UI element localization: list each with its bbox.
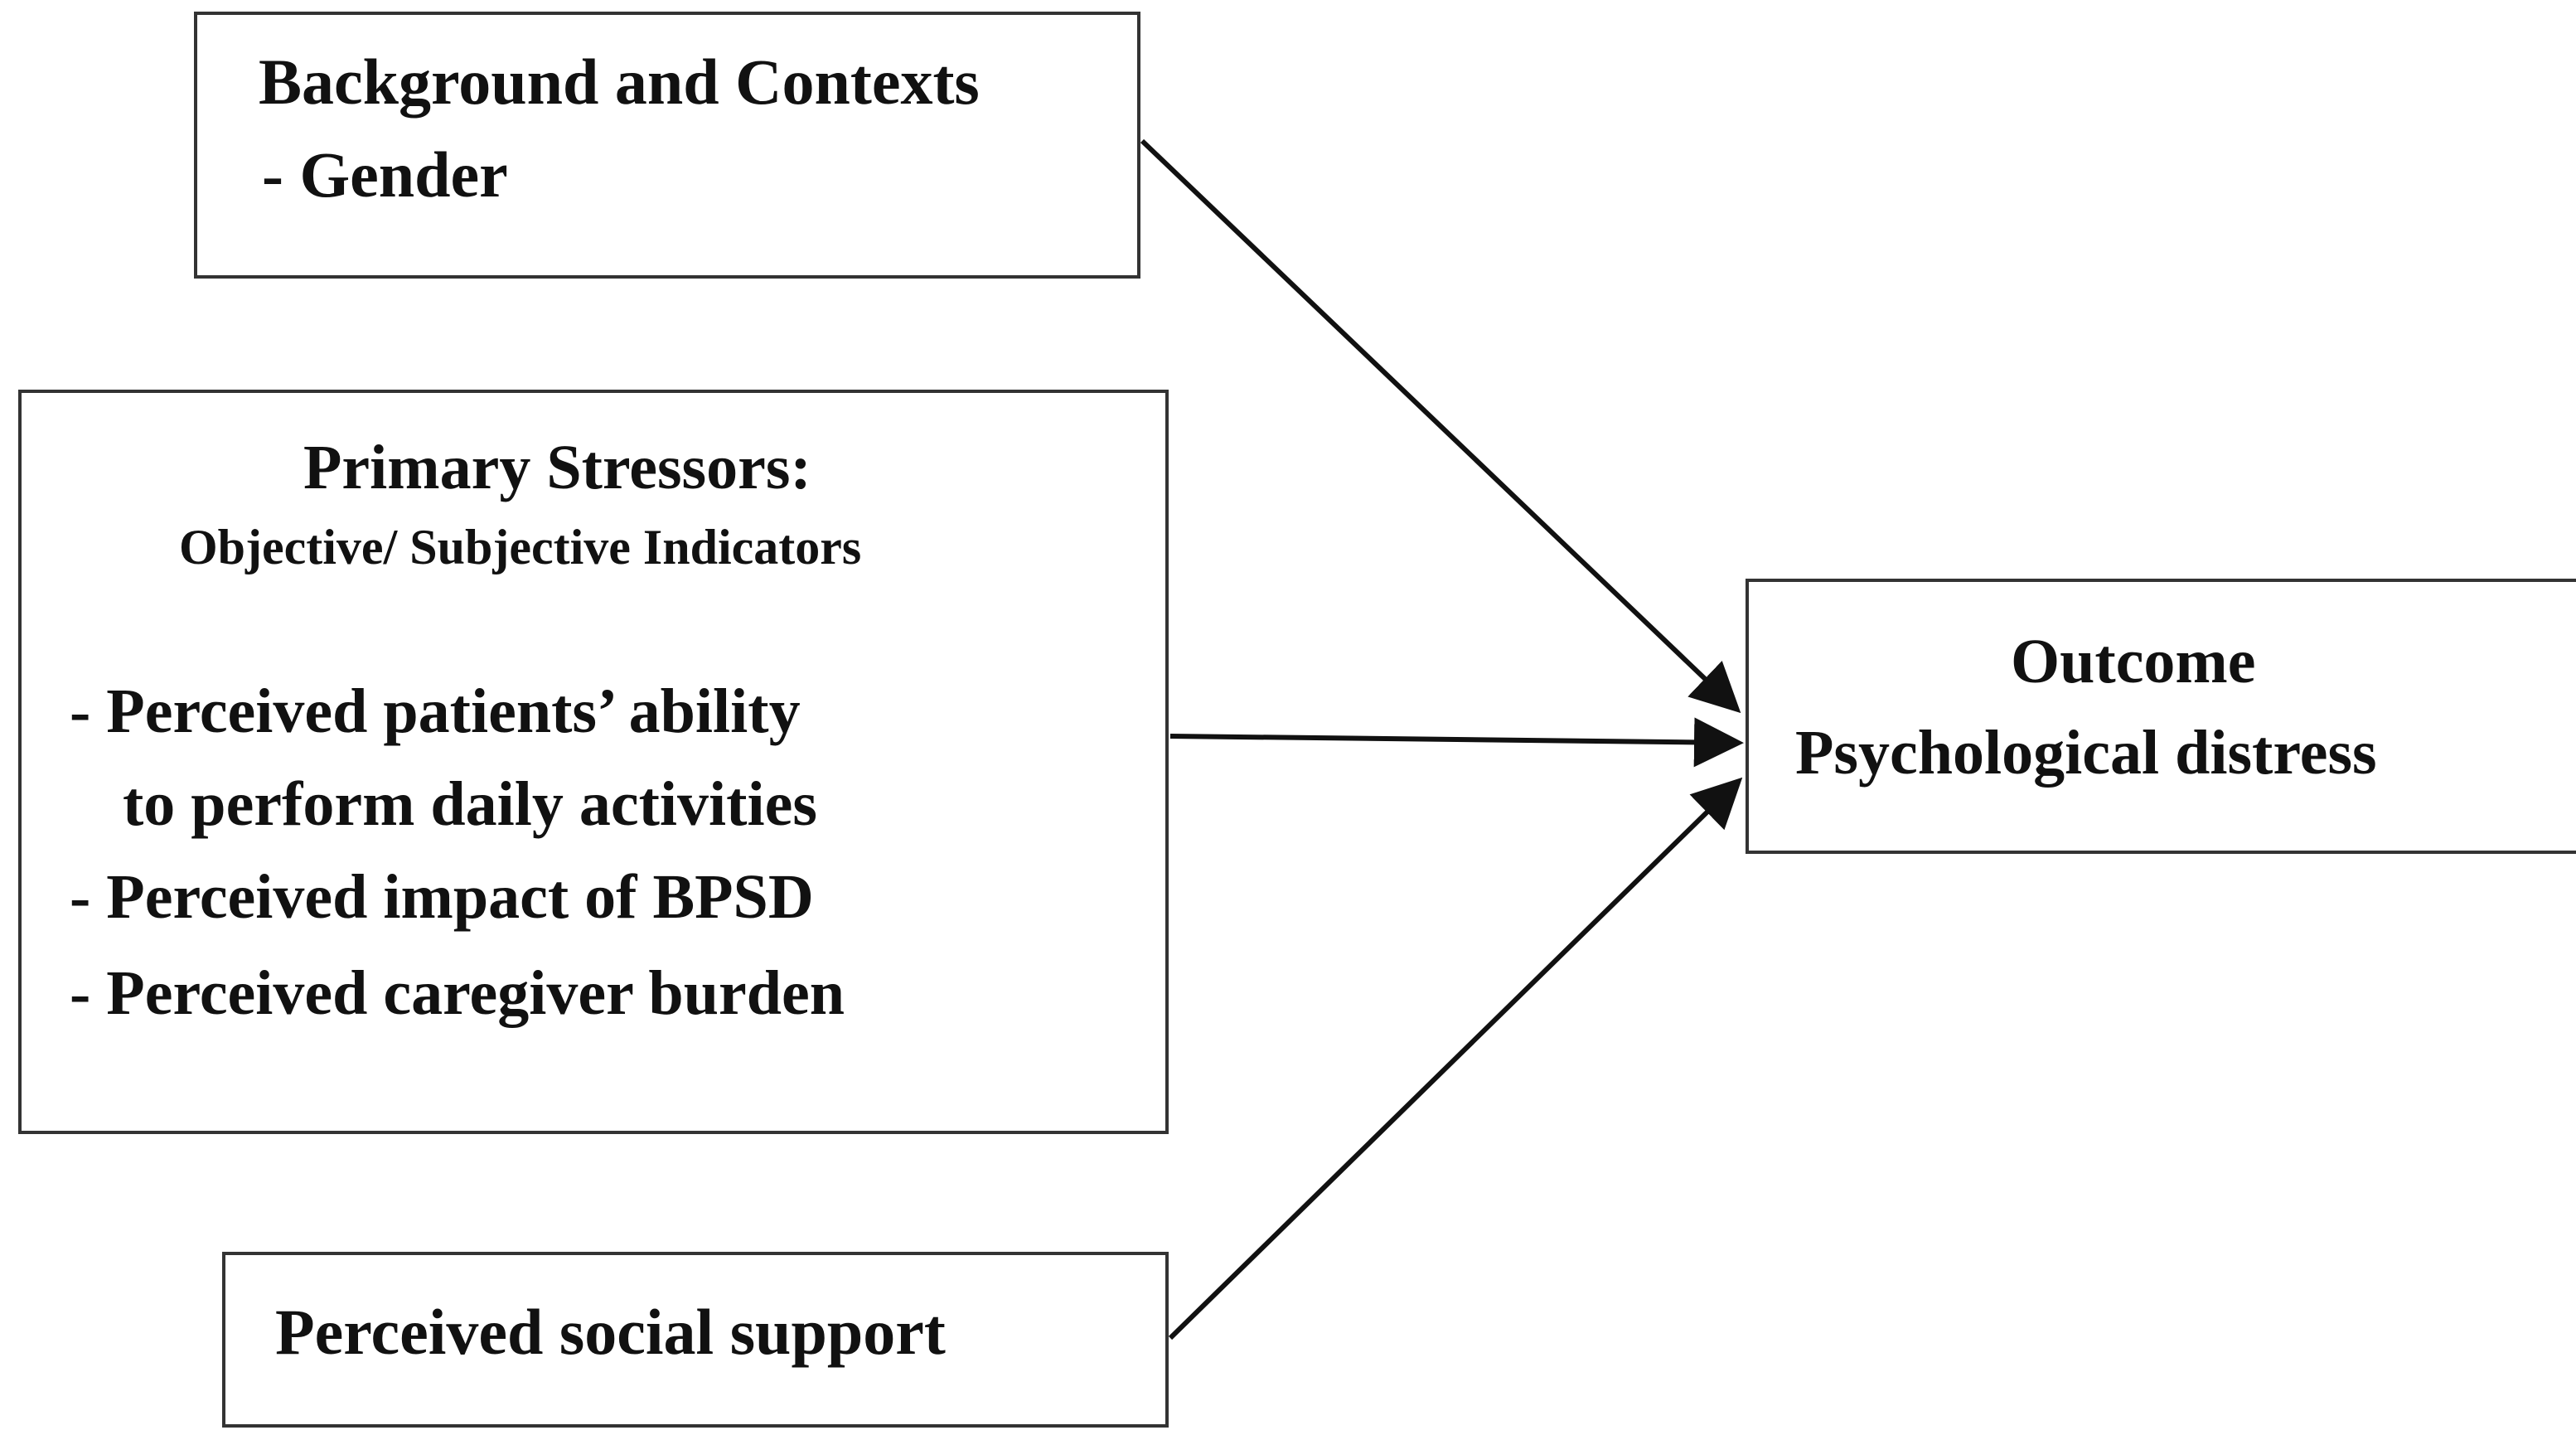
outcome-subtitle: Psychological distress — [1795, 718, 2377, 788]
stressor-item-ability: - Perceived patients’ ability — [70, 676, 801, 746]
social-support-box — [222, 1252, 1169, 1428]
background-title: Background and Contexts — [259, 46, 980, 118]
edge-support-to-outcome — [1168, 777, 1743, 1340]
stressor-item-bpsd: - Perceived impact of BPSD — [70, 862, 814, 932]
stressor-item-burden: - Perceived caregiver burden — [70, 958, 845, 1028]
outcome-box — [1746, 579, 2576, 854]
background-item-gender: - Gender — [262, 138, 508, 211]
primary-stressors-title: Primary Stressors: — [303, 433, 811, 502]
background-contexts-box — [194, 12, 1140, 279]
primary-stressors-box — [18, 390, 1169, 1134]
edge-background-to-outcome — [1140, 138, 1741, 714]
edge-stressors-to-outcome — [1169, 717, 1744, 768]
outcome-title: Outcome — [2011, 627, 2256, 696]
primary-stressors-subtitle: Objective/ Subjective Indicators — [179, 520, 862, 574]
social-support-label: Perceived social support — [275, 1296, 946, 1368]
stressor-item-ability-cont: to perform daily activities — [123, 769, 817, 839]
